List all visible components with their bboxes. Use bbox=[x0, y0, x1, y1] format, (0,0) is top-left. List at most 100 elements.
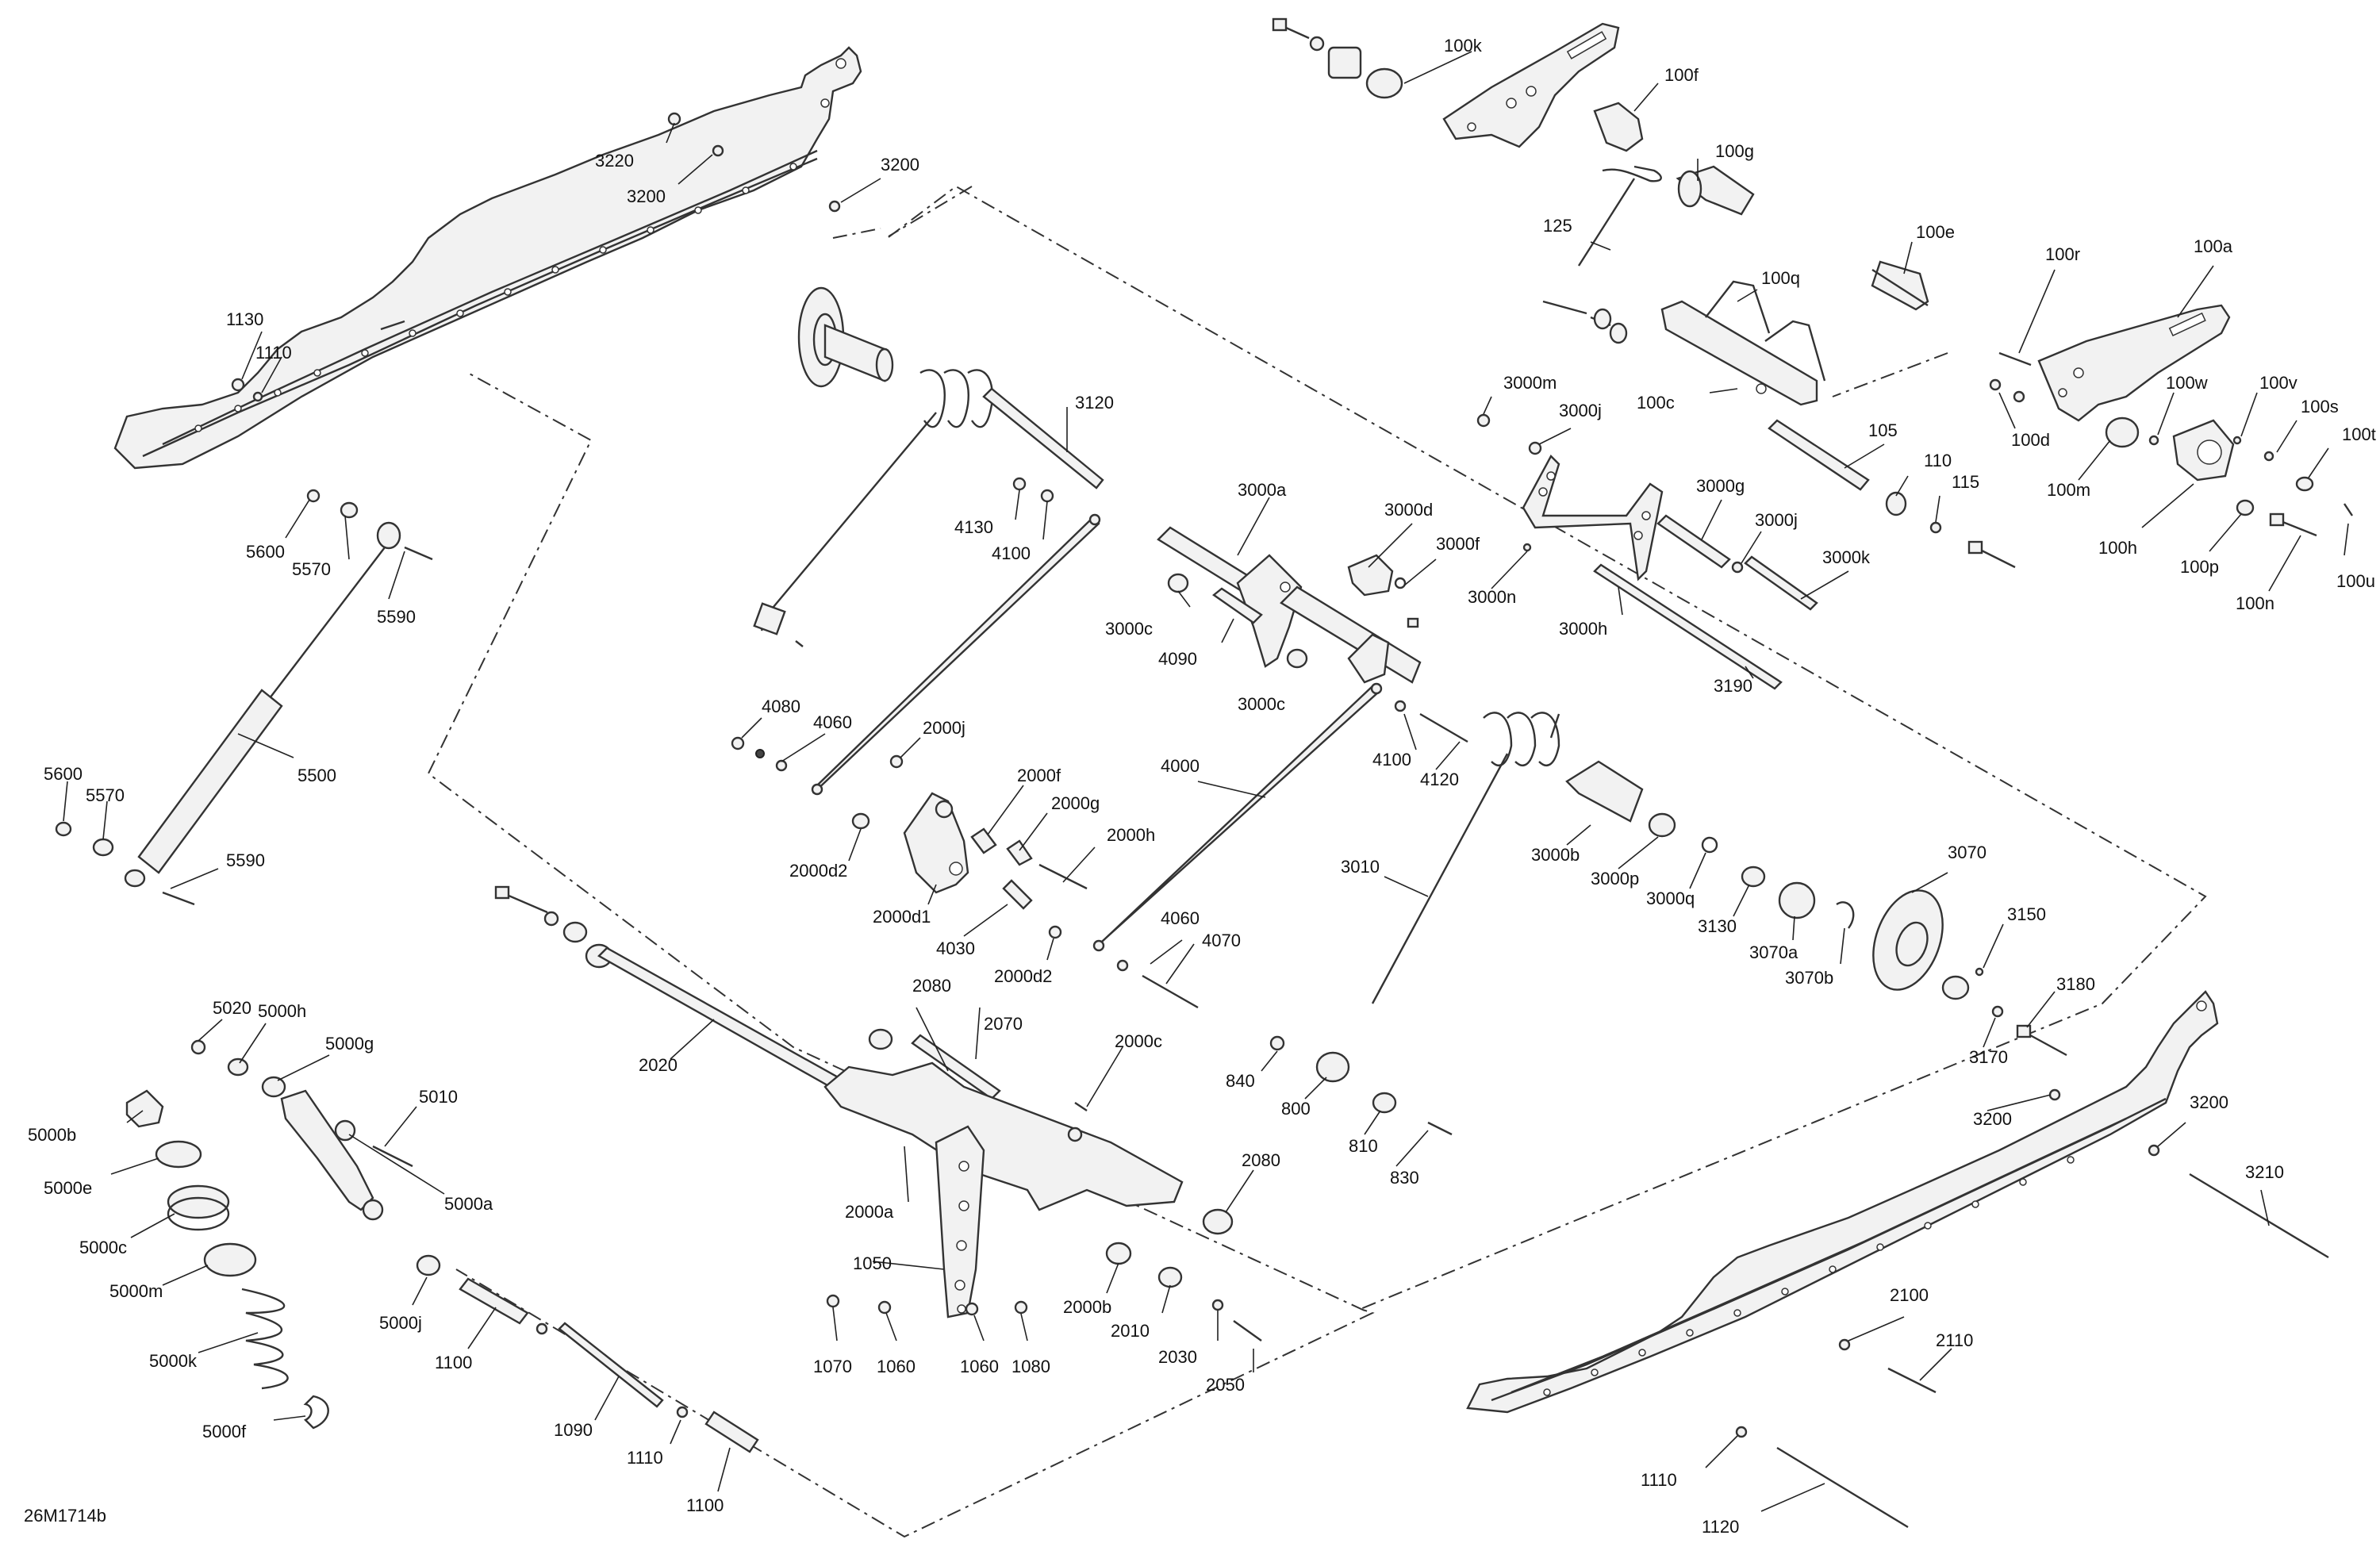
label-100d: 100d bbox=[2011, 430, 2050, 450]
label-3000j: 3000j bbox=[1559, 401, 1602, 420]
label-1090: 1090 bbox=[554, 1420, 593, 1440]
label-1060: 1060 bbox=[960, 1357, 999, 1376]
label-3000p: 3000p bbox=[1591, 869, 1639, 889]
label-3200: 3200 bbox=[627, 186, 666, 206]
label-105: 105 bbox=[1868, 420, 1898, 440]
leader-lines bbox=[63, 51, 2349, 1512]
label-2000b: 2000b bbox=[1063, 1297, 1111, 1317]
label-1110: 1110 bbox=[627, 1448, 663, 1468]
label-2110: 2110 bbox=[1936, 1330, 1973, 1350]
label-3000d: 3000d bbox=[1384, 500, 1433, 520]
label-5000g: 5000g bbox=[325, 1034, 374, 1054]
label-2070: 2070 bbox=[984, 1014, 1023, 1034]
label-5000a: 5000a bbox=[444, 1194, 493, 1214]
label-3000j: 3000j bbox=[1755, 510, 1798, 530]
label-3000k: 3000k bbox=[1822, 547, 1871, 567]
label-1080: 1080 bbox=[1012, 1357, 1050, 1376]
label-2000d1: 2000d1 bbox=[873, 907, 931, 927]
label-2100: 2100 bbox=[1890, 1285, 1929, 1305]
label-5000c: 5000c bbox=[79, 1238, 127, 1257]
rear-axle-hardware-840 bbox=[1269, 1035, 1453, 1136]
assembly-boundary-lines bbox=[427, 185, 2207, 1538]
part-number-labels: 100k 100f 100g 100e 125 100q 100c 100a 1… bbox=[24, 36, 2376, 1537]
swing-arm-2000a bbox=[494, 885, 1262, 1341]
label-3070b: 3070b bbox=[1785, 968, 1833, 988]
front-torsion-spring-3120 bbox=[753, 369, 1104, 647]
small-hardware-4080-4060 bbox=[731, 736, 788, 772]
rear-arm-assembly bbox=[1157, 413, 1818, 690]
label-4030: 4030 bbox=[936, 938, 975, 958]
label-1110: 1110 bbox=[255, 343, 292, 363]
label-100r: 100r bbox=[2045, 244, 2080, 264]
label-2000a: 2000a bbox=[845, 1202, 894, 1222]
label-2000j: 2000j bbox=[923, 718, 965, 738]
label-100w: 100w bbox=[2166, 373, 2208, 393]
label-4060: 4060 bbox=[813, 712, 852, 732]
label-5000e: 5000e bbox=[44, 1178, 92, 1198]
rear-idler-wheel bbox=[1565, 760, 2067, 1057]
label-5570: 5570 bbox=[86, 785, 125, 805]
label-5000h: 5000h bbox=[258, 1001, 306, 1021]
label-830: 830 bbox=[1390, 1168, 1419, 1188]
label-5500: 5500 bbox=[298, 766, 336, 785]
label-5010: 5010 bbox=[419, 1087, 458, 1107]
figure-code: 26M1714b bbox=[24, 1506, 106, 1526]
label-2000f: 2000f bbox=[1017, 766, 1061, 785]
label-3000g: 3000g bbox=[1696, 476, 1745, 496]
label-4100: 4100 bbox=[1372, 750, 1411, 770]
front-idler-wheel bbox=[797, 286, 894, 388]
rail-bolts bbox=[1735, 1088, 2329, 1529]
label-2080: 2080 bbox=[1242, 1150, 1280, 1170]
shock-absorber-5000 bbox=[125, 1039, 759, 1453]
label-3070: 3070 bbox=[1948, 843, 1987, 862]
label-5590: 5590 bbox=[226, 850, 265, 870]
label-3150: 3150 bbox=[2007, 904, 2046, 924]
label-4080: 4080 bbox=[762, 697, 800, 716]
label-1060: 1060 bbox=[877, 1357, 916, 1376]
label-100n: 100n bbox=[2236, 593, 2274, 613]
label-800: 800 bbox=[1281, 1099, 1311, 1119]
label-4000: 4000 bbox=[1161, 756, 1200, 776]
label-100s: 100s bbox=[2301, 397, 2339, 416]
label-100g: 100g bbox=[1715, 141, 1754, 161]
label-100p: 100p bbox=[2180, 557, 2219, 577]
label-3000q: 3000q bbox=[1646, 889, 1695, 908]
label-3000n: 3000n bbox=[1468, 587, 1516, 607]
label-4100: 4100 bbox=[992, 543, 1031, 563]
label-2080: 2080 bbox=[912, 976, 951, 996]
label-1100: 1100 bbox=[686, 1495, 724, 1515]
label-1120: 1120 bbox=[1702, 1517, 1739, 1537]
label-100u: 100u bbox=[2336, 571, 2375, 591]
label-100e: 100e bbox=[1916, 222, 1955, 242]
label-3000m: 3000m bbox=[1503, 373, 1557, 393]
label-100k: 100k bbox=[1444, 36, 1483, 56]
label-2010: 2010 bbox=[1111, 1321, 1150, 1341]
label-3000h: 3000h bbox=[1559, 619, 1607, 639]
label-5000b: 5000b bbox=[28, 1125, 76, 1145]
label-3000c: 3000c bbox=[1238, 694, 1285, 714]
label-5000j: 5000j bbox=[379, 1313, 422, 1333]
label-4070: 4070 bbox=[1202, 931, 1241, 950]
label-5000m: 5000m bbox=[109, 1281, 163, 1301]
front-arm-assembly bbox=[1272, 17, 2353, 569]
label-3220: 3220 bbox=[595, 151, 634, 171]
label-810: 810 bbox=[1349, 1136, 1378, 1156]
label-100a: 100a bbox=[2194, 236, 2233, 256]
right-slide-rail bbox=[1466, 990, 2219, 1414]
label-1100: 1100 bbox=[435, 1353, 472, 1372]
link-rod-4100 bbox=[811, 477, 1101, 796]
label-3130: 3130 bbox=[1698, 916, 1737, 936]
label-115: 115 bbox=[1952, 472, 1979, 492]
label-100t: 100t bbox=[2342, 424, 2376, 444]
label-1050: 1050 bbox=[853, 1253, 892, 1273]
label-4060: 4060 bbox=[1161, 908, 1200, 928]
label-3200: 3200 bbox=[2190, 1092, 2228, 1112]
label-3000a: 3000a bbox=[1238, 480, 1287, 500]
label-2000d2: 2000d2 bbox=[994, 966, 1052, 986]
label-5020: 5020 bbox=[213, 998, 251, 1018]
label-2000h: 2000h bbox=[1107, 825, 1155, 845]
label-1130: 1130 bbox=[226, 309, 263, 329]
label-4130: 4130 bbox=[954, 517, 993, 537]
shock-absorber-5500 bbox=[55, 112, 841, 906]
